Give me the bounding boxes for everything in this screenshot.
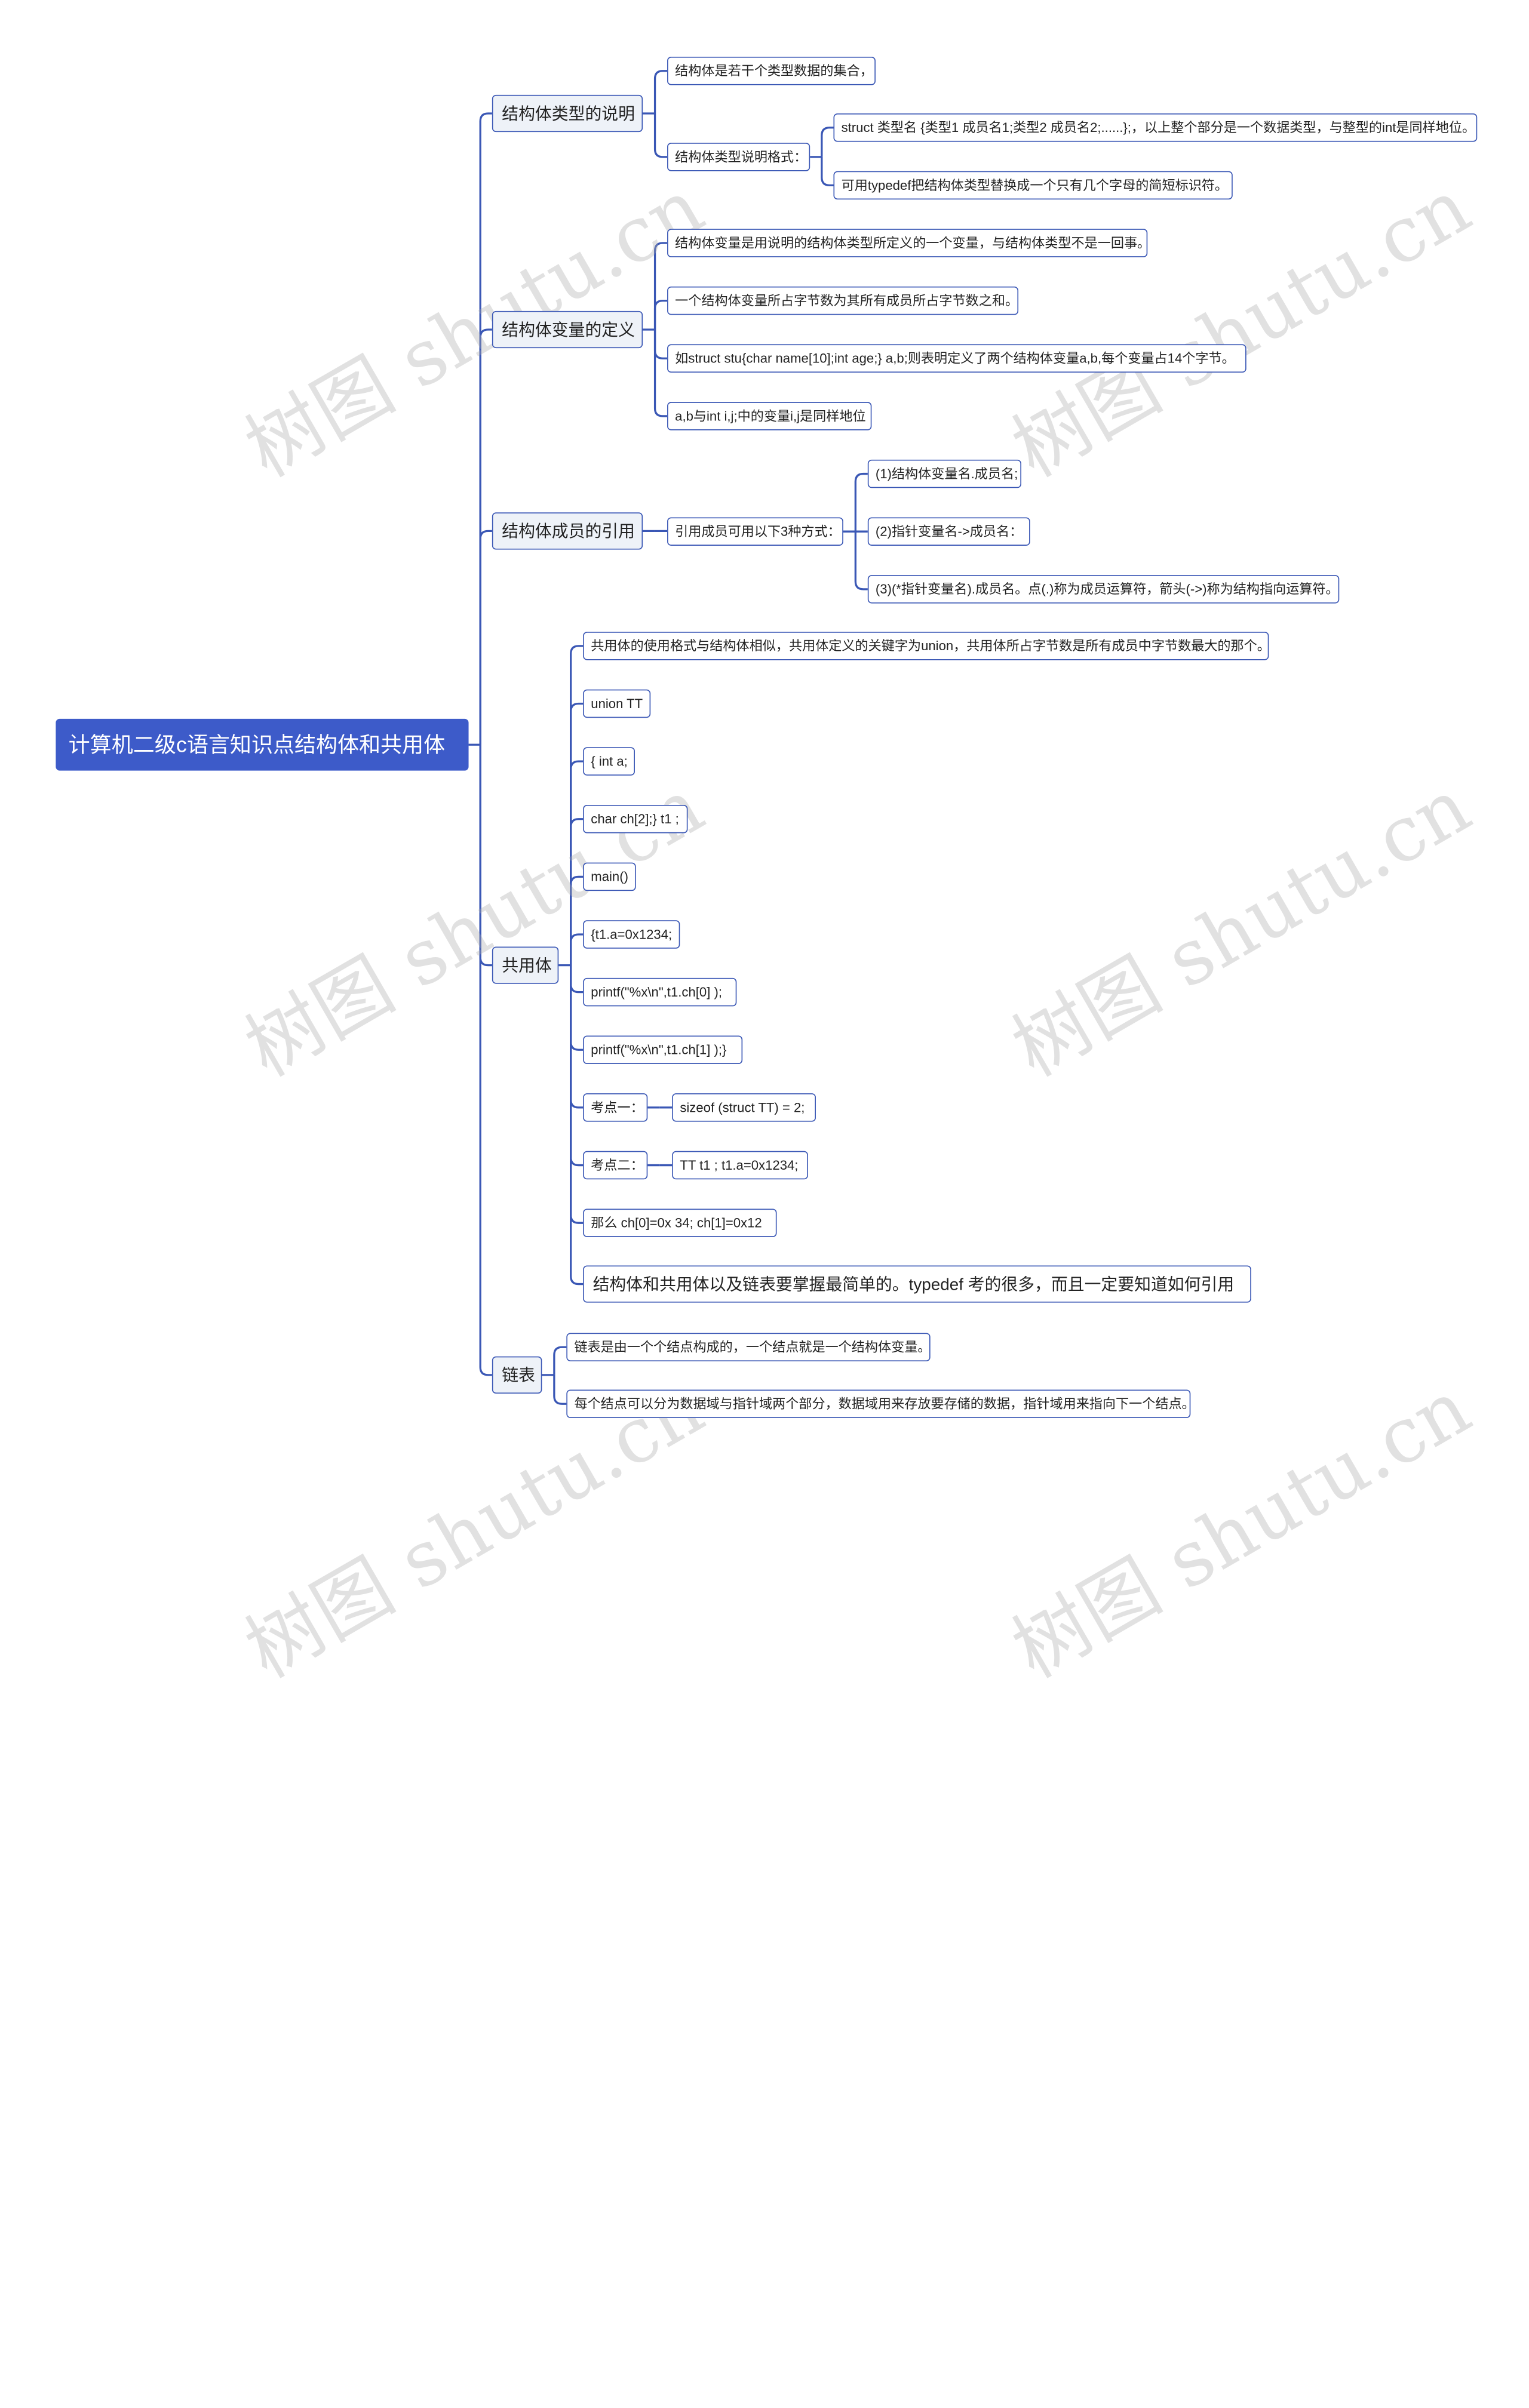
- exam-point-one[interactable]: 考点一：: [583, 1093, 648, 1122]
- exam-point-two[interactable]: 考点二：: [583, 1151, 648, 1180]
- connector-line: [854, 472, 868, 532]
- branch-union[interactable]: 共用体: [492, 946, 559, 984]
- union-byte-result[interactable]: 那么 ch[0]=0x 34; ch[1]=0x12: [583, 1208, 777, 1237]
- struct-variable-example[interactable]: 如struct stu{char name[10];int age;} a,b;…: [667, 344, 1246, 373]
- connector-line: [570, 965, 584, 994]
- connector-line: [570, 645, 584, 965]
- connector-line: [570, 875, 584, 965]
- connector-line: [653, 113, 668, 158]
- member-reference-methods[interactable]: 引用成员可用以下3种方式：: [667, 517, 843, 546]
- connector-line: [821, 127, 834, 157]
- struct-type-format[interactable]: 结构体类型说明格式：: [667, 143, 810, 171]
- branch-struct-type-declaration[interactable]: 结构体类型的说明: [492, 94, 643, 133]
- connector-line: [821, 156, 834, 187]
- code-line[interactable]: char ch[2];} t1 ;: [583, 804, 688, 834]
- connector-line: [570, 965, 584, 1167]
- connector-line: [570, 818, 584, 965]
- connector-line: [653, 329, 668, 417]
- code-line[interactable]: union TT: [583, 689, 651, 718]
- branch-struct-member-reference[interactable]: 结构体成员的引用: [492, 512, 643, 550]
- connector-line: [479, 530, 492, 745]
- connector-line: [553, 1346, 567, 1375]
- connector-line: [653, 300, 668, 330]
- connector-line: [570, 702, 584, 965]
- struct-variable-comparison[interactable]: a,b与int i,j;中的变量i,j是同样地位: [667, 402, 872, 430]
- root-topic[interactable]: 计算机二级c语言知识点结构体和共用体: [56, 718, 469, 771]
- struct-type-note[interactable]: 结构体是若干个类型数据的集合，: [667, 56, 876, 85]
- connector-line: [479, 745, 492, 967]
- exam-point-two-detail[interactable]: TT t1 ; t1.a=0x1234;: [672, 1151, 808, 1180]
- struct-format-syntax[interactable]: struct 类型名 {类型1 成员名1;类型2 成员名2;......};，以…: [833, 113, 1478, 142]
- connector-line: [653, 242, 668, 330]
- connector-line: [653, 329, 668, 359]
- struct-variable-note[interactable]: 结构体变量是用说明的结构体类型所定义的一个变量，与结构体类型不是一回事。: [667, 229, 1150, 257]
- struct-variable-size[interactable]: 一个结构体变量所占字节数为其所有成员所占字节数之和。: [667, 286, 1019, 315]
- connector-lines: [468, 70, 868, 1405]
- code-line[interactable]: printf("%x\n",t1.ch[0] );: [583, 977, 737, 1007]
- connector-line: [570, 965, 584, 1051]
- union-summary-tip[interactable]: 结构体和共用体以及链表要掌握最简单的。typedef 考的很多，而且一定要知道如…: [583, 1265, 1251, 1303]
- connector-line: [570, 965, 584, 1286]
- connector-line: [479, 328, 492, 745]
- linked-list-node-structure[interactable]: 每个结点可以分为数据域与指针域两个部分，数据域用来存放要存储的数据，指针域用来指…: [566, 1389, 1195, 1418]
- code-line[interactable]: printf("%x\n",t1.ch[1] );}: [583, 1035, 743, 1065]
- code-line[interactable]: { int a;: [583, 747, 635, 776]
- code-line[interactable]: main(): [583, 862, 636, 891]
- branch-linked-list[interactable]: 链表: [492, 1356, 542, 1394]
- connector-line: [479, 112, 492, 745]
- union-description[interactable]: 共用体的使用格式与结构体相似，共用体定义的关键字为union，共用体所占字节数是…: [583, 632, 1270, 660]
- member-reference-deref[interactable]: (3)(*指针变量名).成员名。点(.)称为成员运算符，箭头(->)称为结构指向…: [867, 575, 1340, 604]
- connector-line: [570, 965, 584, 1109]
- linked-list-definition[interactable]: 链表是由一个个结点构成的，一个结点就是一个结构体变量。: [566, 1333, 931, 1361]
- connector-line: [854, 531, 868, 591]
- connector-line: [570, 965, 584, 1224]
- member-reference-dot[interactable]: (1)结构体变量名.成员名;: [867, 459, 1021, 488]
- branch-struct-variable-definition[interactable]: 结构体变量的定义: [492, 310, 643, 349]
- connector-line: [653, 70, 668, 113]
- code-line[interactable]: {t1.a=0x1234;: [583, 920, 680, 949]
- connector-line: [479, 745, 492, 1376]
- connector-line: [553, 1374, 567, 1405]
- member-reference-arrow[interactable]: (2)指针变量名->成员名：: [867, 517, 1030, 546]
- connector-line: [570, 933, 584, 965]
- struct-typedef-note[interactable]: 可用typedef把结构体类型替换成一个只有几个字母的简短标识符。: [833, 171, 1233, 200]
- connector-line: [570, 760, 584, 965]
- exam-point-one-detail[interactable]: sizeof (struct TT) = 2;: [672, 1093, 816, 1122]
